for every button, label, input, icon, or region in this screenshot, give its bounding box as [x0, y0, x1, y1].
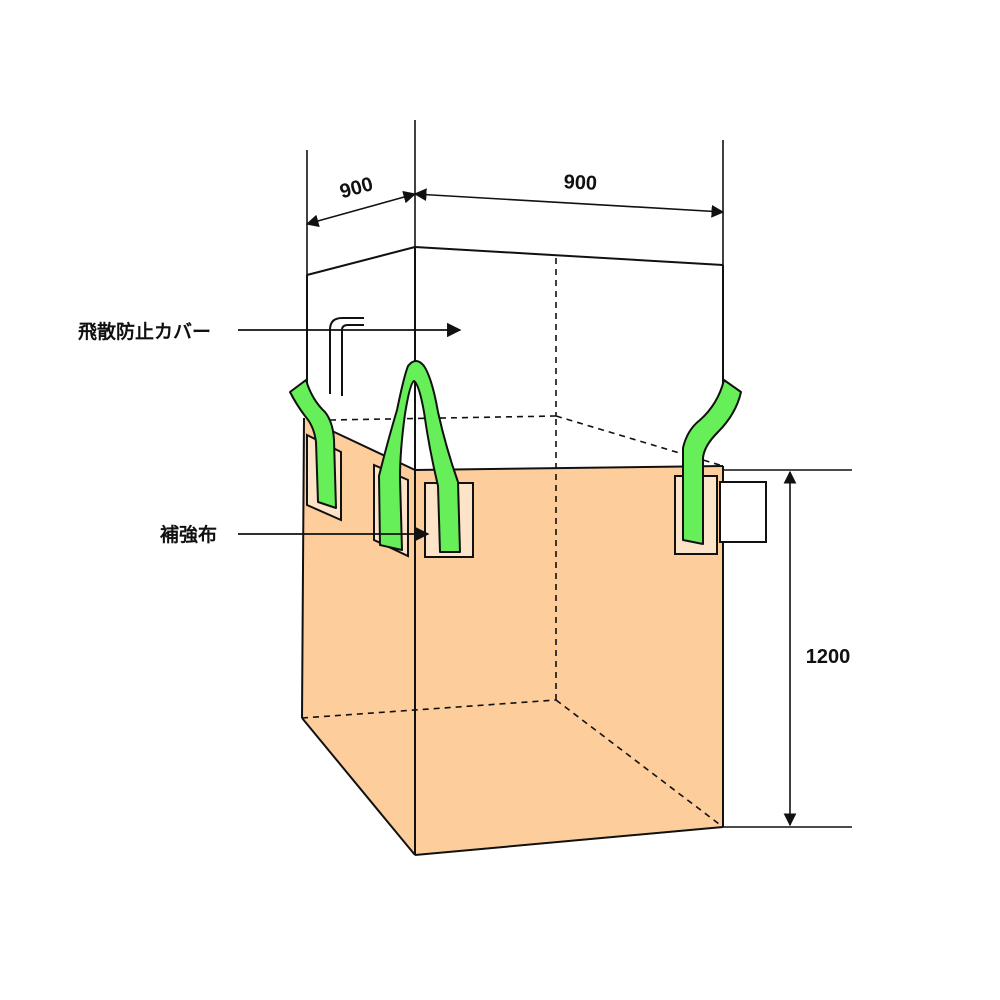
- lifting-belts: [289, 360, 742, 553]
- dimension-height: 1200: [806, 646, 851, 668]
- label-dust-cover: 飛散防止カバー: [78, 320, 211, 343]
- bag-front-face: [415, 466, 723, 855]
- dust-cover: [306, 246, 724, 470]
- dimension-width-left: 900: [337, 173, 375, 203]
- bag-body: [301, 416, 724, 856]
- label-reinforcement: 補強布: [159, 523, 217, 546]
- dimension-arrow-width-left: [305, 190, 417, 228]
- belt-left: [289, 379, 337, 509]
- label-pocket: [719, 481, 767, 543]
- dimension-arrow-width-right: [413, 188, 725, 218]
- dimension-width-right: 900: [563, 171, 597, 195]
- belt-center-loop: [378, 360, 461, 553]
- dimensions: [305, 120, 852, 828]
- belt-right: [682, 379, 742, 545]
